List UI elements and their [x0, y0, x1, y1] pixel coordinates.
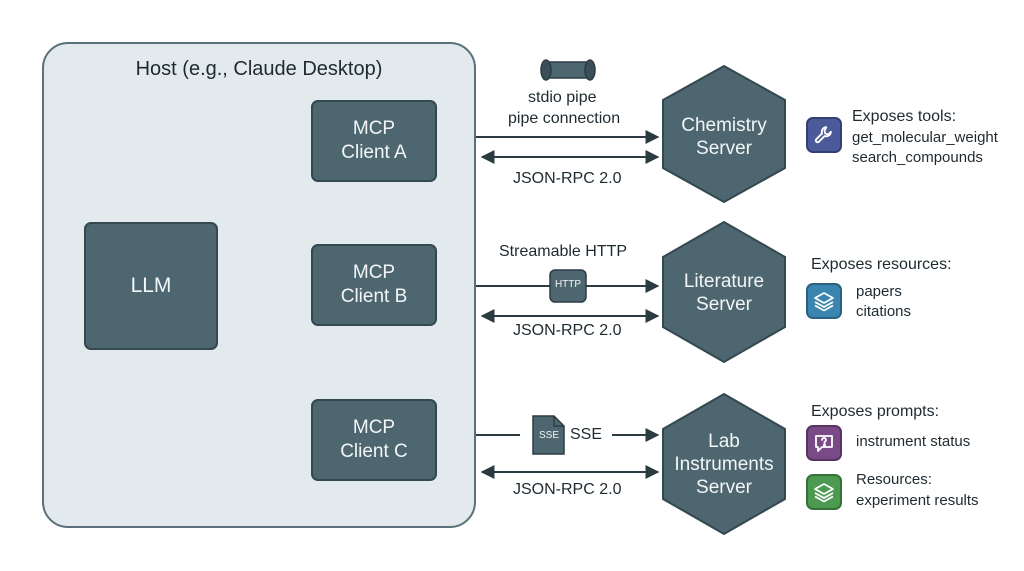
conn-c-transport: SSE — [570, 426, 603, 443]
literature-server-hexagon — [662, 220, 786, 364]
literature-capability-item-1: papers — [856, 283, 902, 300]
conn-b-protocol: JSON-RPC 2.0 — [513, 322, 622, 339]
literature-capability-heading: Exposes resources: — [811, 256, 952, 273]
client-c-label: MCP Client C — [340, 417, 408, 462]
chemistry-capability-item-2: search_compounds — [852, 149, 983, 166]
wrench-icon — [806, 117, 842, 153]
lab-resources-layers-icon — [806, 474, 842, 510]
llm-node[interactable]: LLM — [84, 222, 218, 350]
http-badge-icon — [549, 269, 587, 303]
client-a-label: MCP Client A — [341, 118, 407, 163]
lab-prompts-item-1: instrument status — [856, 433, 971, 450]
conn-c-badge: SSE — [538, 430, 559, 441]
conn-c-protocol: JSON-RPC 2.0 — [513, 481, 622, 498]
lab-prompts-heading: Exposes prompts: — [811, 403, 940, 420]
mcp-client-b[interactable]: MCP Client B — [311, 244, 437, 326]
mcp-client-c[interactable]: MCP Client C — [311, 399, 437, 481]
literature-server-label: Literature Server — [683, 271, 765, 315]
pipe-icon — [540, 59, 596, 81]
conn-a-protocol: JSON-RPC 2.0 — [513, 170, 622, 187]
chemistry-capability-heading: Exposes tools: — [852, 108, 957, 125]
conn-b-badge: HTTP — [554, 279, 582, 290]
chemistry-capability-item-1: get_molecular_weight — [852, 129, 998, 146]
lab-server-hexagon — [662, 392, 786, 536]
chemistry-server-hexagon — [662, 64, 786, 204]
client-b-label: MCP Client B — [340, 262, 408, 307]
mcp-client-a[interactable]: MCP Client A — [311, 100, 437, 182]
lab-resources-heading: Resources: — [856, 471, 932, 488]
sse-document-icon — [532, 415, 565, 455]
conn-b-transport: Streamable HTTP — [499, 243, 628, 260]
chat-question-icon — [806, 425, 842, 461]
host-title: Host (e.g., Claude Desktop) — [135, 58, 383, 80]
llm-label: LLM — [130, 274, 172, 297]
lab-server-label: Lab Instruments Server — [674, 431, 774, 498]
lab-resources-item-1: experiment results — [856, 492, 979, 509]
conn-a-transport-line1: stdio pipe — [528, 89, 597, 106]
conn-a-transport-line2: pipe connection — [508, 110, 621, 127]
layers-icon — [806, 283, 842, 319]
chemistry-server-label: Chemistry Server — [681, 115, 767, 159]
literature-capability-item-2: citations — [856, 303, 912, 320]
